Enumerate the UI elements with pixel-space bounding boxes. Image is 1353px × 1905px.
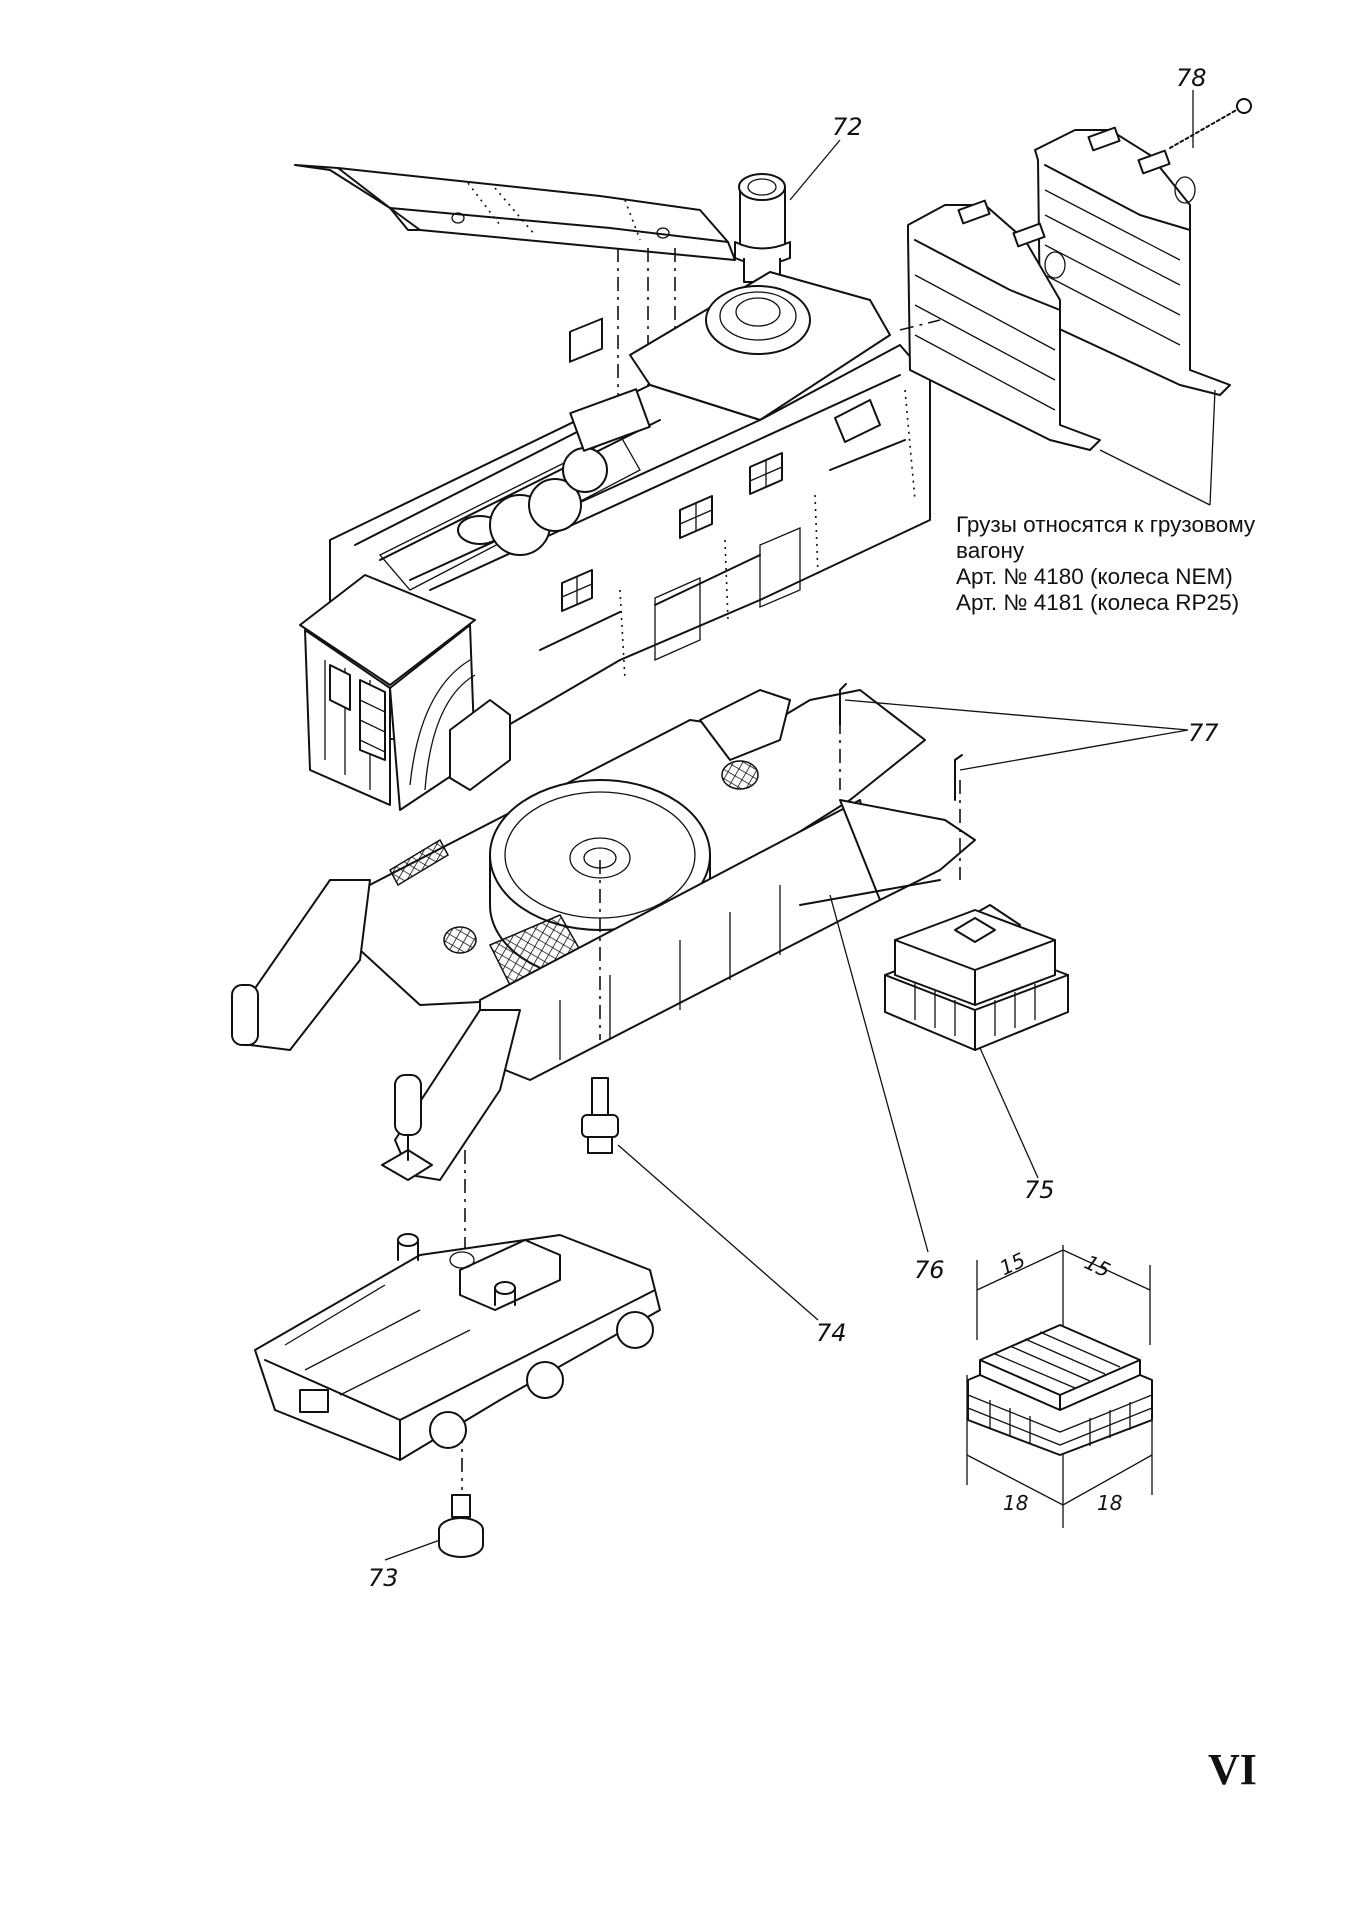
page-number: VI bbox=[1208, 1745, 1257, 1794]
crane-cab bbox=[299, 574, 511, 811]
frame-pivot-pin bbox=[581, 1077, 619, 1154]
leader-77 bbox=[844, 699, 1189, 771]
counterweight-front bbox=[907, 199, 1101, 451]
body-windows bbox=[569, 317, 603, 363]
dimension-top-left: 15 bbox=[996, 1248, 1029, 1281]
note-line: Грузы относятся к грузовому bbox=[956, 512, 1256, 537]
leader-73 bbox=[384, 1539, 441, 1561]
leader-75 bbox=[979, 1047, 1039, 1179]
crane-superstructure bbox=[329, 271, 931, 741]
callout-72: 72 bbox=[832, 113, 863, 141]
leader-counterweights bbox=[1099, 389, 1216, 506]
callout-76: 76 bbox=[914, 1256, 945, 1284]
bogie bbox=[254, 1233, 661, 1461]
retaining-pins bbox=[839, 683, 963, 801]
weights-note: Грузы относятся к грузовому вагону Арт. … bbox=[956, 512, 1255, 616]
chimney-part bbox=[734, 173, 791, 283]
callout-78: 78 bbox=[1176, 64, 1207, 92]
note-line: Арт. № 4181 (колеса RP25) bbox=[956, 590, 1240, 615]
note-line: вагону bbox=[956, 538, 1025, 563]
dimension-bottom-left: 18 bbox=[1003, 1491, 1028, 1515]
counterweight-screw bbox=[1169, 98, 1252, 149]
callout-73: 73 bbox=[368, 1564, 399, 1592]
dimension-bottom-right: 18 bbox=[1097, 1491, 1122, 1515]
counterweight-rear bbox=[1034, 126, 1231, 396]
undercarriage-frame bbox=[231, 689, 1021, 1181]
leader-74 bbox=[617, 1144, 819, 1321]
bogie-pivot-pin bbox=[438, 1494, 484, 1558]
callout-74: 74 bbox=[816, 1319, 847, 1347]
note-line: Арт. № 4180 (колеса NEM) bbox=[956, 564, 1233, 589]
callout-75: 75 bbox=[1024, 1176, 1055, 1204]
callout-77: 77 bbox=[1188, 719, 1219, 747]
dimension-top-right: 15 bbox=[1081, 1250, 1114, 1283]
load-block-stack bbox=[884, 909, 1069, 1051]
block-dimension-detail bbox=[966, 1245, 1153, 1528]
leader-76 bbox=[829, 894, 929, 1253]
roof-panel bbox=[294, 164, 736, 420]
